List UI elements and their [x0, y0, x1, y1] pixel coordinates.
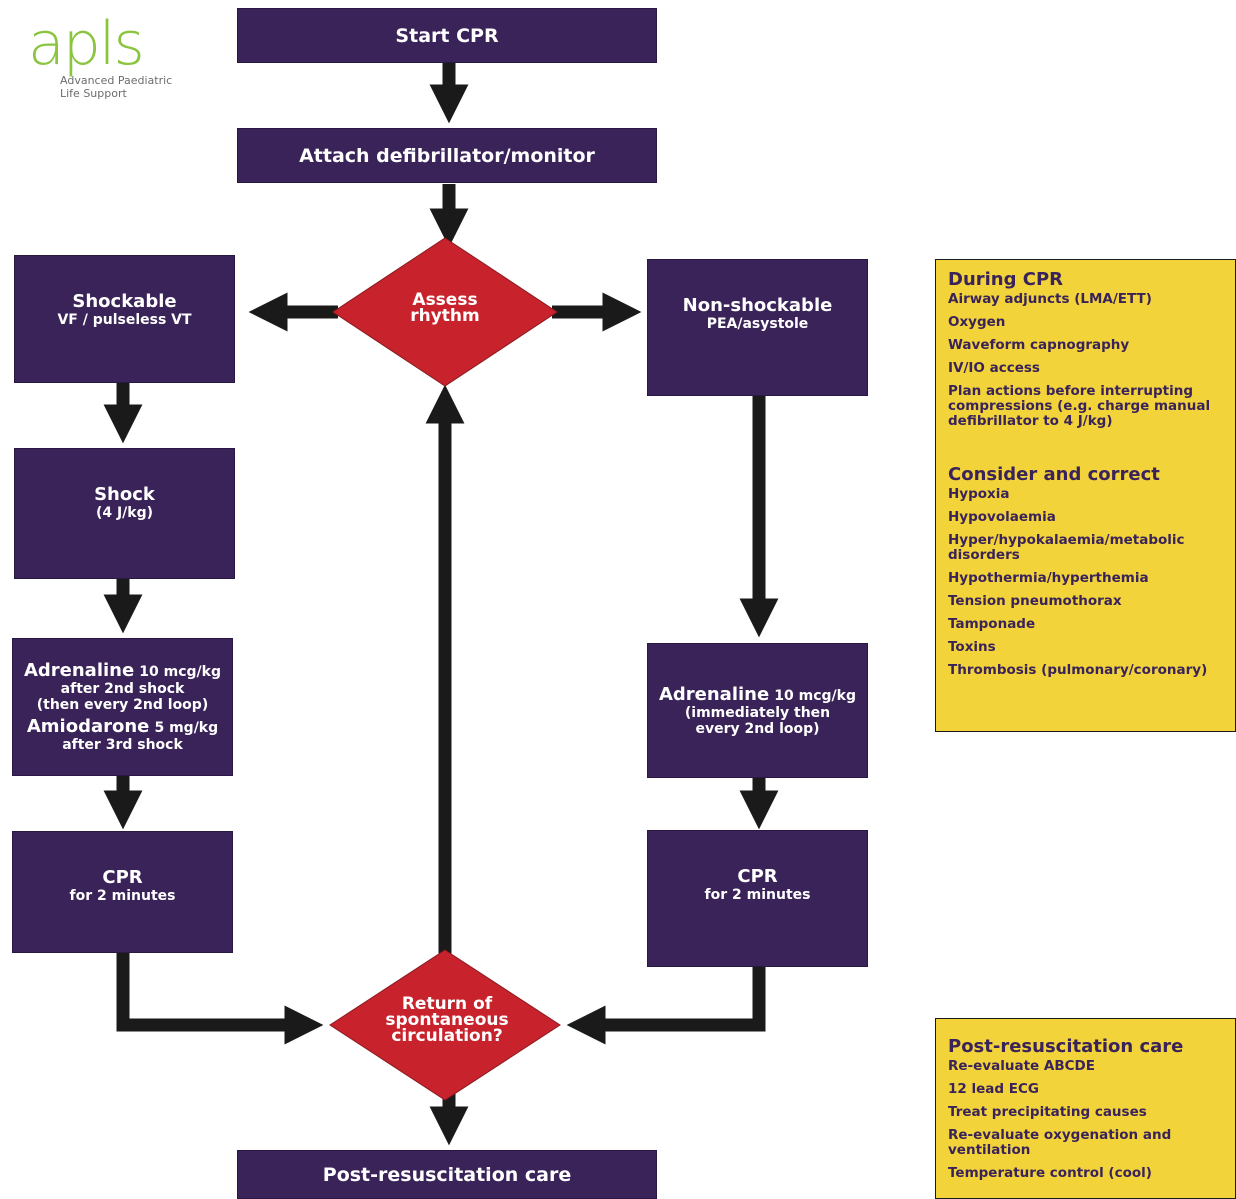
consider-item: Hyper/hypokalaemia/metabolic disorders — [948, 532, 1185, 563]
logo-wordmark: apls — [28, 9, 145, 79]
consider-item: Hypovolaemia — [948, 509, 1056, 525]
consider-item: Hypoxia — [948, 486, 1010, 502]
nonshockable-box: Non-shockable PEA/asystole — [647, 259, 868, 396]
rosc-diamond — [329, 949, 561, 1101]
post-care-item: Treat precipitating causes — [948, 1104, 1147, 1120]
post-care-item: Re-evaluate ABCDE — [948, 1058, 1095, 1074]
assess-line2: rhythm — [410, 306, 480, 326]
amiodarone-dose: 5 mg/kg — [154, 720, 219, 736]
shockable-sub: VF / pulseless VT — [57, 312, 192, 328]
adrenaline-left-name: Adrenaline — [23, 660, 135, 681]
adrenaline-left-line3: (then every 2nd loop) — [36, 697, 209, 713]
during-cpr-note: During CPR Airway adjuncts (LMA/ETT) Oxy… — [935, 259, 1236, 732]
consider-item: Tension pneumothorax — [948, 593, 1122, 609]
shockable-title: Shockable — [72, 291, 177, 312]
rosc-line2: spontaneous — [385, 1010, 509, 1030]
nonshockable-title: Non-shockable — [682, 295, 833, 316]
during-cpr-item: Plan actions before interrupting compres… — [948, 383, 1211, 429]
nonshockable-sub: PEA/asystole — [706, 316, 809, 332]
during-cpr-item: Waveform capnography — [948, 337, 1130, 353]
attach-defibrillator-box: Attach defibrillator/monitor — [237, 128, 657, 183]
consider-item: Toxins — [948, 639, 996, 655]
consider-heading: Consider and correct — [948, 464, 1160, 485]
adrenaline-left-line2: after 2nd shock — [60, 681, 185, 697]
drugs-left-box: Adrenaline 10 mcg/kg after 2nd shock (th… — [12, 638, 233, 776]
cpr-left-sub: for 2 minutes — [69, 888, 176, 904]
consider-item: Tamponade — [948, 616, 1036, 632]
rosc-line3: circulation? — [391, 1026, 503, 1046]
logo-tagline-2: Life Support — [60, 87, 127, 100]
adrenaline-right-name: Adrenaline — [658, 683, 770, 705]
cpr-right-title: CPR — [737, 866, 778, 887]
adrenaline-right-dose: 10 mcg/kg — [774, 687, 857, 704]
amiodarone-name: Amiodarone — [26, 716, 150, 737]
drugs-right-box: Adrenaline 10 mcg/kg (immediately then e… — [647, 643, 868, 778]
adrenaline-right-line2: (immediately then — [684, 704, 831, 721]
logo-tagline-1: Advanced Paediatric — [60, 74, 173, 87]
consider-item: Hypothermia/hyperthemia — [948, 570, 1149, 586]
consider-item: Thrombosis (pulmonary/coronary) — [948, 662, 1208, 678]
rosc-text: Return of spontaneous circulation? — [372, 994, 522, 1046]
post-resuscitation-box: Post-resuscitation care — [237, 1150, 657, 1199]
amiodarone-line2: after 3rd shock — [62, 737, 183, 753]
during-cpr-item: Oxygen — [948, 314, 1006, 330]
cpr-left-box: CPR for 2 minutes — [12, 831, 233, 953]
post-care-item: Re-evaluate oxygenation and ventilation — [948, 1127, 1172, 1158]
adrenaline-left-dose: 10 mcg/kg — [139, 664, 222, 680]
post-care-item: Temperature control (cool) — [948, 1165, 1152, 1181]
assess-line1: Assess — [412, 290, 478, 310]
assess-rhythm-text: Assess rhythm — [385, 290, 505, 326]
cpr-left-title: CPR — [102, 867, 143, 888]
post-care-note: Post-resuscitation care Re-evaluate ABCD… — [935, 1018, 1236, 1199]
cpr-right-box: CPR for 2 minutes — [647, 830, 868, 967]
during-cpr-heading: During CPR — [948, 269, 1064, 290]
start-cpr-label: Start CPR — [395, 24, 499, 47]
post-care-item: 12 lead ECG — [948, 1081, 1039, 1097]
during-cpr-item: IV/IO access — [948, 360, 1040, 376]
adrenaline-right-line3: every 2nd loop) — [695, 720, 820, 737]
shock-sub: (4 J/kg) — [95, 505, 154, 521]
apls-logo: apls Advanced Paediatric Life Support — [28, 14, 172, 100]
shock-title: Shock — [94, 484, 155, 505]
arrow-cpr-right-rosc — [566, 966, 766, 1045]
cpr-right-sub: for 2 minutes — [704, 887, 811, 903]
arrow-cpr-left-rosc — [116, 952, 324, 1045]
rosc-line1: Return of — [401, 994, 493, 1014]
start-cpr-box: Start CPR — [237, 8, 657, 63]
attach-defibrillator-label: Attach defibrillator/monitor — [299, 144, 595, 167]
post-resuscitation-label: Post-resuscitation care — [322, 1163, 572, 1186]
shockable-box: Shockable VF / pulseless VT — [14, 255, 235, 383]
shock-box: Shock (4 J/kg) — [14, 448, 235, 579]
during-cpr-item: Airway adjuncts (LMA/ETT) — [948, 291, 1152, 307]
post-care-heading: Post-resuscitation care — [948, 1036, 1184, 1057]
assess-rhythm-diamond — [332, 237, 558, 387]
